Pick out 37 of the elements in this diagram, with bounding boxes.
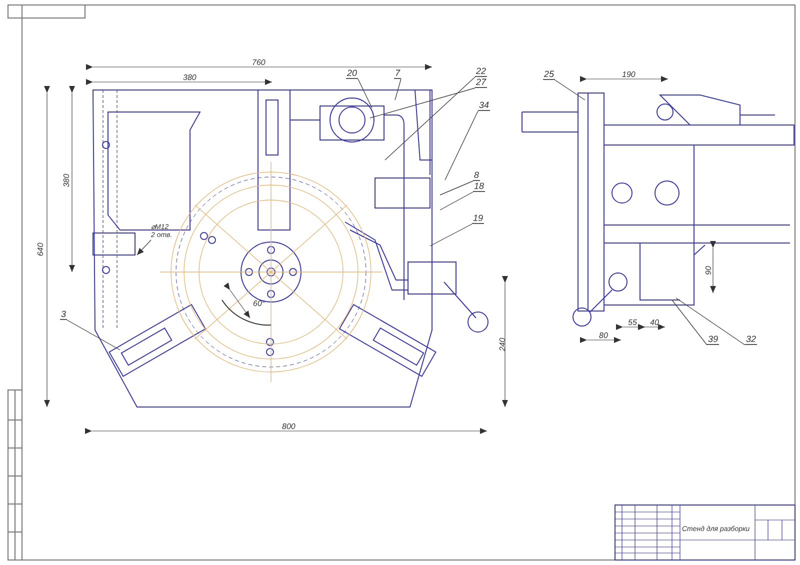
leader-line [394, 78, 402, 100]
callout-number: 39 [707, 334, 720, 345]
callout-number: 8 [473, 170, 480, 181]
dimension-value: 240 [498, 338, 508, 352]
leader-line [440, 180, 474, 196]
dimension-value: 380 [183, 73, 196, 82]
dimension-value: 760 [252, 58, 266, 67]
dimension-value: 40 [650, 318, 659, 327]
dimension-value: 800 [282, 422, 296, 431]
leader-line [672, 300, 708, 346]
callout-number: 34 [478, 100, 490, 111]
leader-line [430, 224, 472, 246]
callout-number: 25 [543, 69, 556, 80]
callout-number: 32 [745, 334, 758, 345]
callout-number: 19 [472, 213, 484, 224]
callout-number: 20 [346, 68, 358, 79]
callout-number: 3 [60, 309, 68, 320]
leader-line [554, 80, 586, 100]
dimension-value: 190 [622, 70, 636, 79]
leader-line [136, 240, 152, 256]
dimension-value: 80 [599, 331, 608, 340]
leader-line [440, 192, 474, 210]
dimension-value: 55 [628, 318, 637, 327]
dimension-value: 640 [36, 242, 46, 256]
leader-line [676, 298, 746, 346]
leader-line [66, 320, 120, 350]
leader-line [370, 88, 476, 118]
leader-line [444, 110, 478, 180]
dimension-value: 90 [704, 266, 713, 275]
leader-line [358, 78, 372, 108]
callout-number: 22 [475, 66, 488, 77]
callout-number: 18 [473, 181, 486, 192]
leader-line [384, 76, 476, 160]
dimension-value: 380 [62, 174, 72, 188]
dimension-value: 60° [253, 299, 266, 308]
callout-number: 27 [475, 77, 488, 88]
callout-number: 7 [394, 68, 402, 79]
